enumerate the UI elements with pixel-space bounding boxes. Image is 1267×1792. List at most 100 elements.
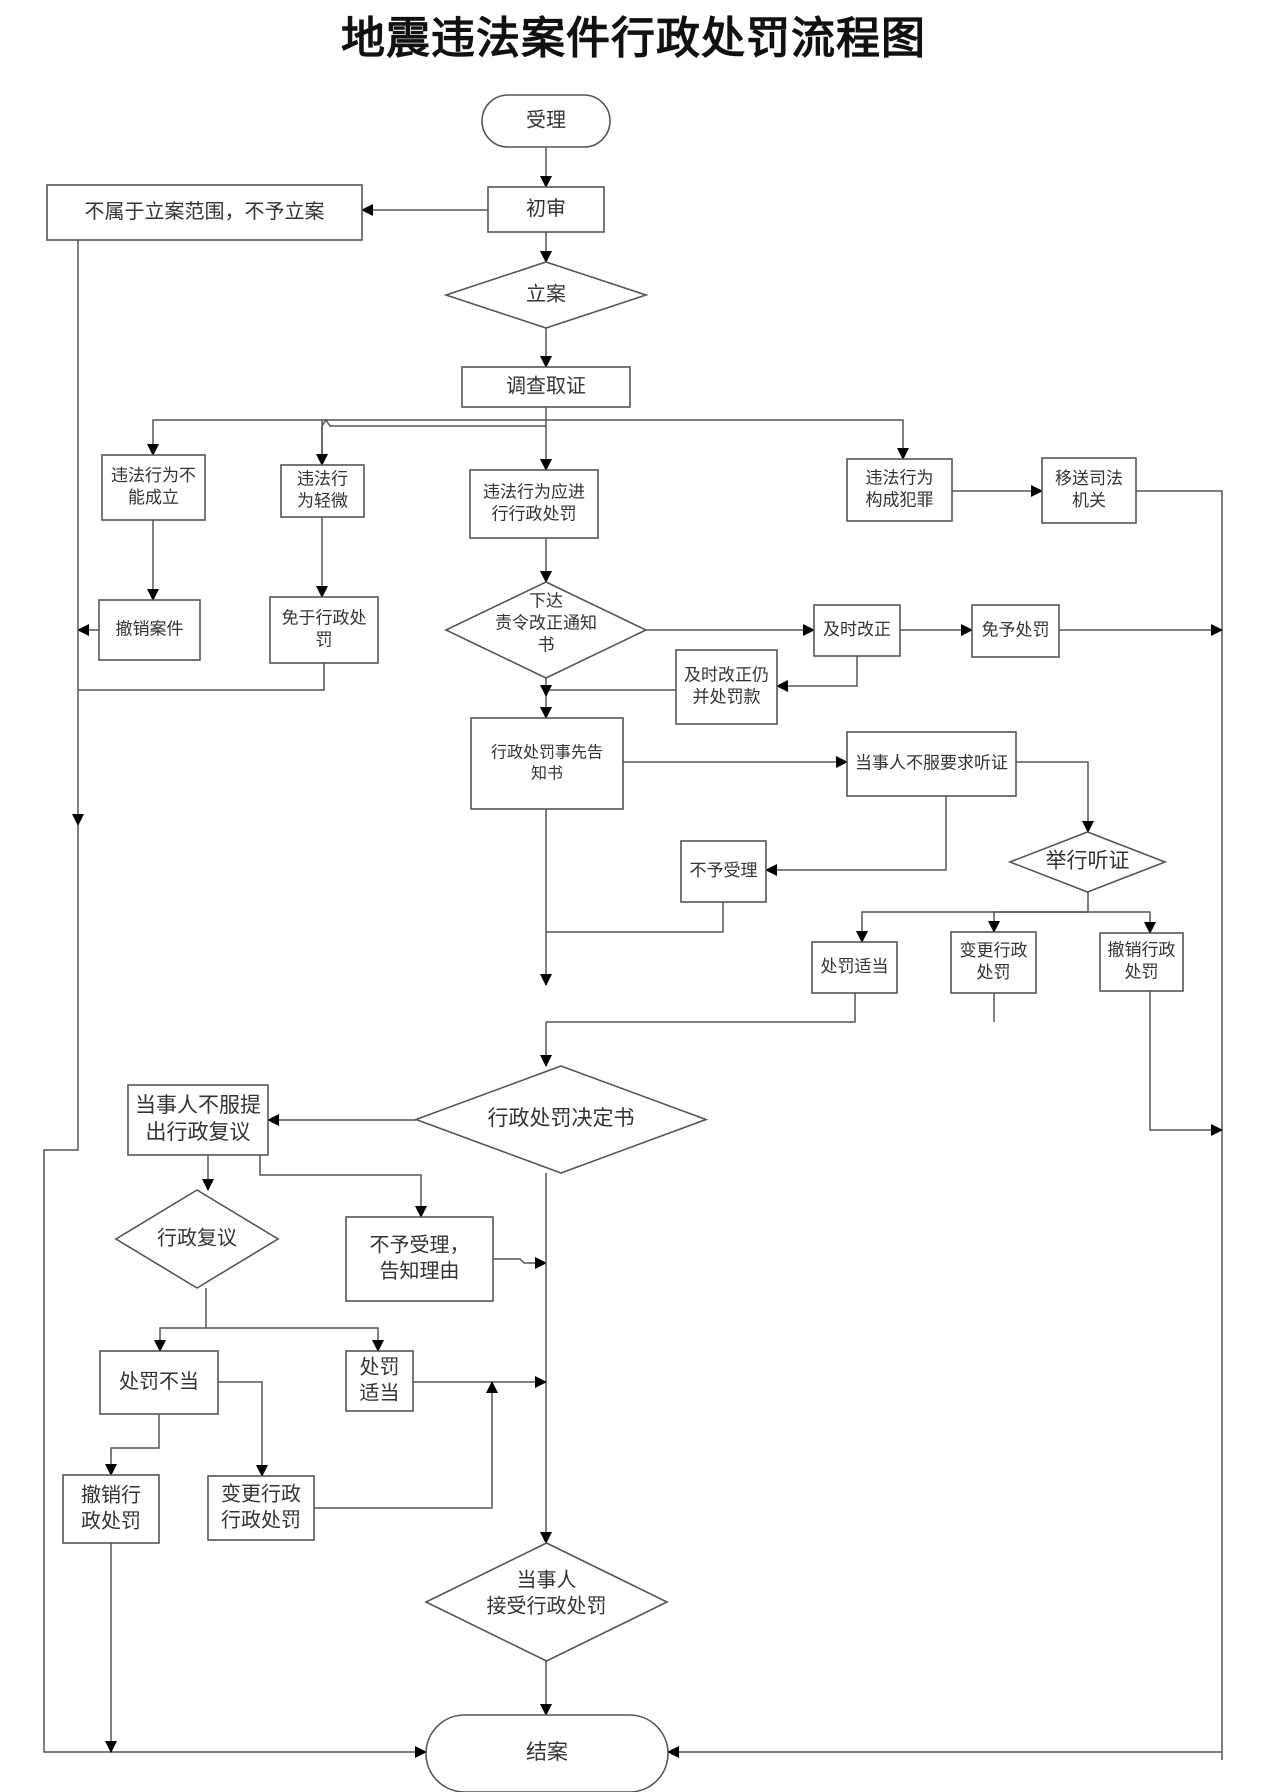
node-label: 不属于立案范围，不予立案 — [85, 199, 325, 223]
connector-arrow-44 — [206, 1327, 384, 1352]
connector-arrow-6 — [147, 419, 546, 456]
node-label: 撤销案件 — [116, 620, 184, 640]
terminal-shape — [481, 94, 611, 148]
node-penalty-appropriate1: 处罚适当 — [811, 941, 898, 994]
process-shape — [280, 464, 365, 518]
connector-arrow-41 — [493, 1257, 547, 1269]
node-investigate: 调查取证 — [461, 366, 631, 408]
edges-layer — [43, 147, 1223, 1760]
node-label: 违法行 — [297, 469, 348, 489]
connector-arrow-29 — [856, 892, 1089, 943]
connector-arrow-11 — [1136, 490, 1223, 1760]
node-label: 不予受理 — [690, 861, 758, 881]
node-label: 变更行政 — [221, 1482, 301, 1506]
decision-shape — [443, 261, 649, 329]
node-label: 行行政处罚 — [492, 505, 577, 525]
node-penalty-appropriate2: 处罚适当 — [345, 1350, 414, 1412]
process-shape — [269, 596, 379, 664]
terminal-shape — [425, 1714, 669, 1792]
process-shape — [470, 717, 624, 810]
node-label: 告知理由 — [380, 1259, 460, 1283]
node-exempt-penalty: 免予处罚 — [971, 604, 1060, 658]
node-label: 结案 — [526, 1740, 568, 1764]
node-label: 违法行为不 — [111, 466, 196, 486]
node-label: 处罚 — [977, 963, 1011, 983]
node-label: 受理 — [526, 108, 566, 132]
node-reject1: 不予受理 — [680, 840, 767, 903]
decision-shape — [424, 1542, 669, 1662]
process-shape — [207, 1475, 315, 1541]
node-label: 当事人不服提 — [135, 1093, 261, 1117]
node-label: 行政复议 — [157, 1226, 237, 1250]
connector-arrow-46 — [218, 1381, 268, 1477]
decision-shape — [114, 1189, 280, 1289]
node-label: 违法行为 — [866, 468, 934, 488]
node-not-filed: 不属于立案范围，不予立案 — [46, 184, 363, 241]
node-label: 下达 — [529, 591, 563, 611]
node-label: 当事人不服要求听证 — [855, 754, 1008, 774]
process-shape — [98, 599, 201, 661]
node-label: 机关 — [1072, 491, 1106, 511]
connector-arrow-37 — [1149, 991, 1223, 1136]
node-label: 行政处罚决定书 — [488, 1106, 635, 1130]
node-label: 书 — [538, 636, 555, 656]
node-label: 罚 — [316, 631, 333, 651]
node-label: 能成立 — [128, 488, 179, 508]
process-shape — [1041, 457, 1137, 524]
connector-arrow-16 — [43, 825, 427, 1758]
node-accept: 受理 — [481, 94, 611, 148]
node-request-hearing: 当事人不服要求听证 — [846, 731, 1017, 797]
node-label: 责令改正通知 — [495, 614, 597, 634]
node-close-case: 结案 — [425, 1714, 669, 1792]
process-shape — [99, 1350, 219, 1415]
connector-arrow-48 — [314, 1381, 498, 1509]
process-shape — [950, 931, 1037, 994]
node-reject-reason: 不予受理，告知理由 — [345, 1216, 494, 1302]
node-label: 移送司法 — [1055, 469, 1123, 489]
node-label: 变更行政 — [960, 941, 1028, 961]
process-shape — [846, 458, 953, 522]
node-initial-review: 初审 — [487, 186, 605, 233]
node-label: 处罚不当 — [119, 1369, 199, 1393]
process-shape — [62, 1474, 160, 1544]
decision-shape — [1007, 831, 1168, 893]
node-label: 违法行为应进 — [483, 482, 585, 502]
node-improper: 处罚不当 — [99, 1350, 219, 1415]
node-label: 构成犯罪 — [866, 491, 934, 511]
node-label: 政处罚 — [81, 1509, 141, 1533]
node-label: 行政处罚 — [221, 1508, 301, 1532]
node-label: 免于行政处 — [282, 608, 367, 628]
node-file-case: 立案 — [443, 261, 649, 329]
connector-arrow-28 — [1016, 761, 1094, 833]
decision-shape — [413, 1065, 709, 1174]
connector-arrow-9 — [546, 419, 909, 460]
node-label: 当事人 — [517, 1568, 577, 1592]
process-shape — [345, 1350, 414, 1412]
process-shape — [345, 1216, 494, 1302]
page-title: 地震违法案件行政处罚流程图 — [341, 13, 926, 64]
connector-arrow-7 — [321, 418, 546, 465]
node-label: 适当 — [360, 1381, 400, 1405]
node-label: 处罚适当 — [821, 957, 889, 977]
connector-arrow-34 — [546, 993, 856, 1023]
node-label: 免予处罚 — [982, 621, 1050, 641]
node-label: 撤销行政 — [1108, 940, 1176, 960]
process-shape — [811, 941, 898, 994]
process-shape — [1099, 932, 1184, 992]
process-shape — [675, 649, 778, 725]
node-label: 及时改正 — [823, 620, 891, 640]
